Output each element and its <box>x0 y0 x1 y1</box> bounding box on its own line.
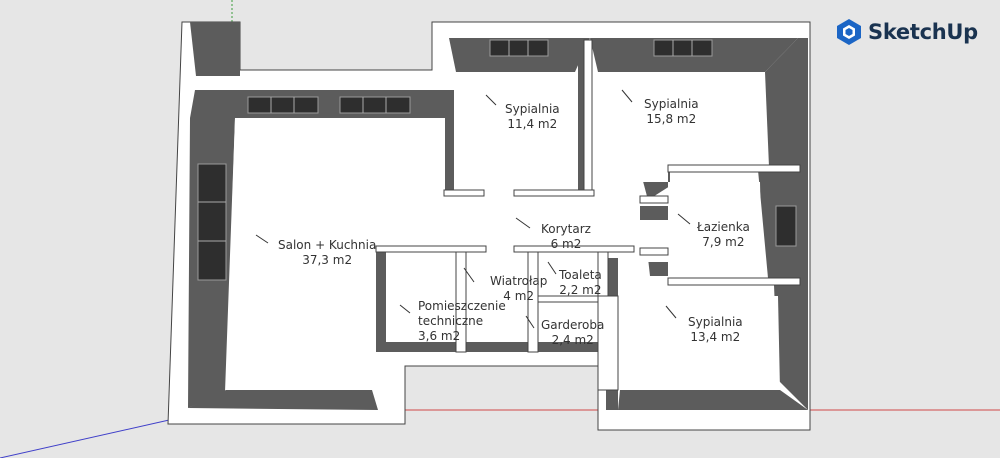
room-label-wiatrolap: Wiatrołap 4 m2 <box>490 274 547 304</box>
room-name: Sypialnia <box>505 102 560 116</box>
room-label-pomieszczenie-techniczne: Pomieszczenie techniczne 3,6 m2 <box>418 299 506 344</box>
app-name: SketchUp <box>868 20 978 44</box>
room-label-korytarz: Korytarz 6 m2 <box>541 222 591 252</box>
room-name: Garderoba <box>541 318 605 332</box>
blue-axis <box>0 417 179 458</box>
window-mullions <box>198 40 693 242</box>
room-area: 3,6 m2 <box>418 329 461 343</box>
room-name: Toaleta <box>559 268 602 282</box>
room-area: 2,4 m2 <box>551 333 594 347</box>
room-area: 37,3 m2 <box>302 253 353 267</box>
room-name: Łazienka <box>697 220 750 234</box>
windows <box>197 39 797 281</box>
room-area: 6 m2 <box>550 237 582 251</box>
room-name: Sypialnia <box>644 97 699 111</box>
label-leaders <box>255 89 691 329</box>
room-name: Salon + Kuchnia <box>278 238 377 252</box>
room-floors <box>226 72 780 390</box>
room-area: 2,2 m2 <box>559 283 602 297</box>
room-label-lazienka: Łazienka 7,9 m2 <box>697 220 750 250</box>
room-label-sypialnia-3: Sypialnia 13,4 m2 <box>688 315 743 345</box>
room-label-sypialnia-1: Sypialnia 11,4 m2 <box>505 102 560 132</box>
room-area: 4 m2 <box>503 289 535 303</box>
room-area: 7,9 m2 <box>702 235 745 249</box>
room-name: Wiatrołap <box>490 274 548 288</box>
partition-walls <box>375 39 801 391</box>
wall-shadows <box>188 22 808 410</box>
sketchup-icon <box>837 19 861 45</box>
room-label-salon: Salon + Kuchnia 37,3 m2 <box>278 238 376 268</box>
room-label-sypialnia-2: Sypialnia 15,8 m2 <box>644 97 699 127</box>
room-area: 13,4 m2 <box>690 330 741 344</box>
room-label-toaleta: Toaleta 2,2 m2 <box>559 268 602 298</box>
room-name: Korytarz <box>541 222 591 236</box>
room-area: 15,8 m2 <box>646 112 697 126</box>
room-name-line-1: Pomieszczenie <box>418 299 506 313</box>
sketchup-logo: SketchUp <box>836 16 978 48</box>
room-name: Sypialnia <box>688 315 743 329</box>
room-area: 11,4 m2 <box>507 117 558 131</box>
room-name-line-2: techniczne <box>418 314 484 328</box>
room-label-garderoba: Garderoba 2,4 m2 <box>541 318 604 348</box>
